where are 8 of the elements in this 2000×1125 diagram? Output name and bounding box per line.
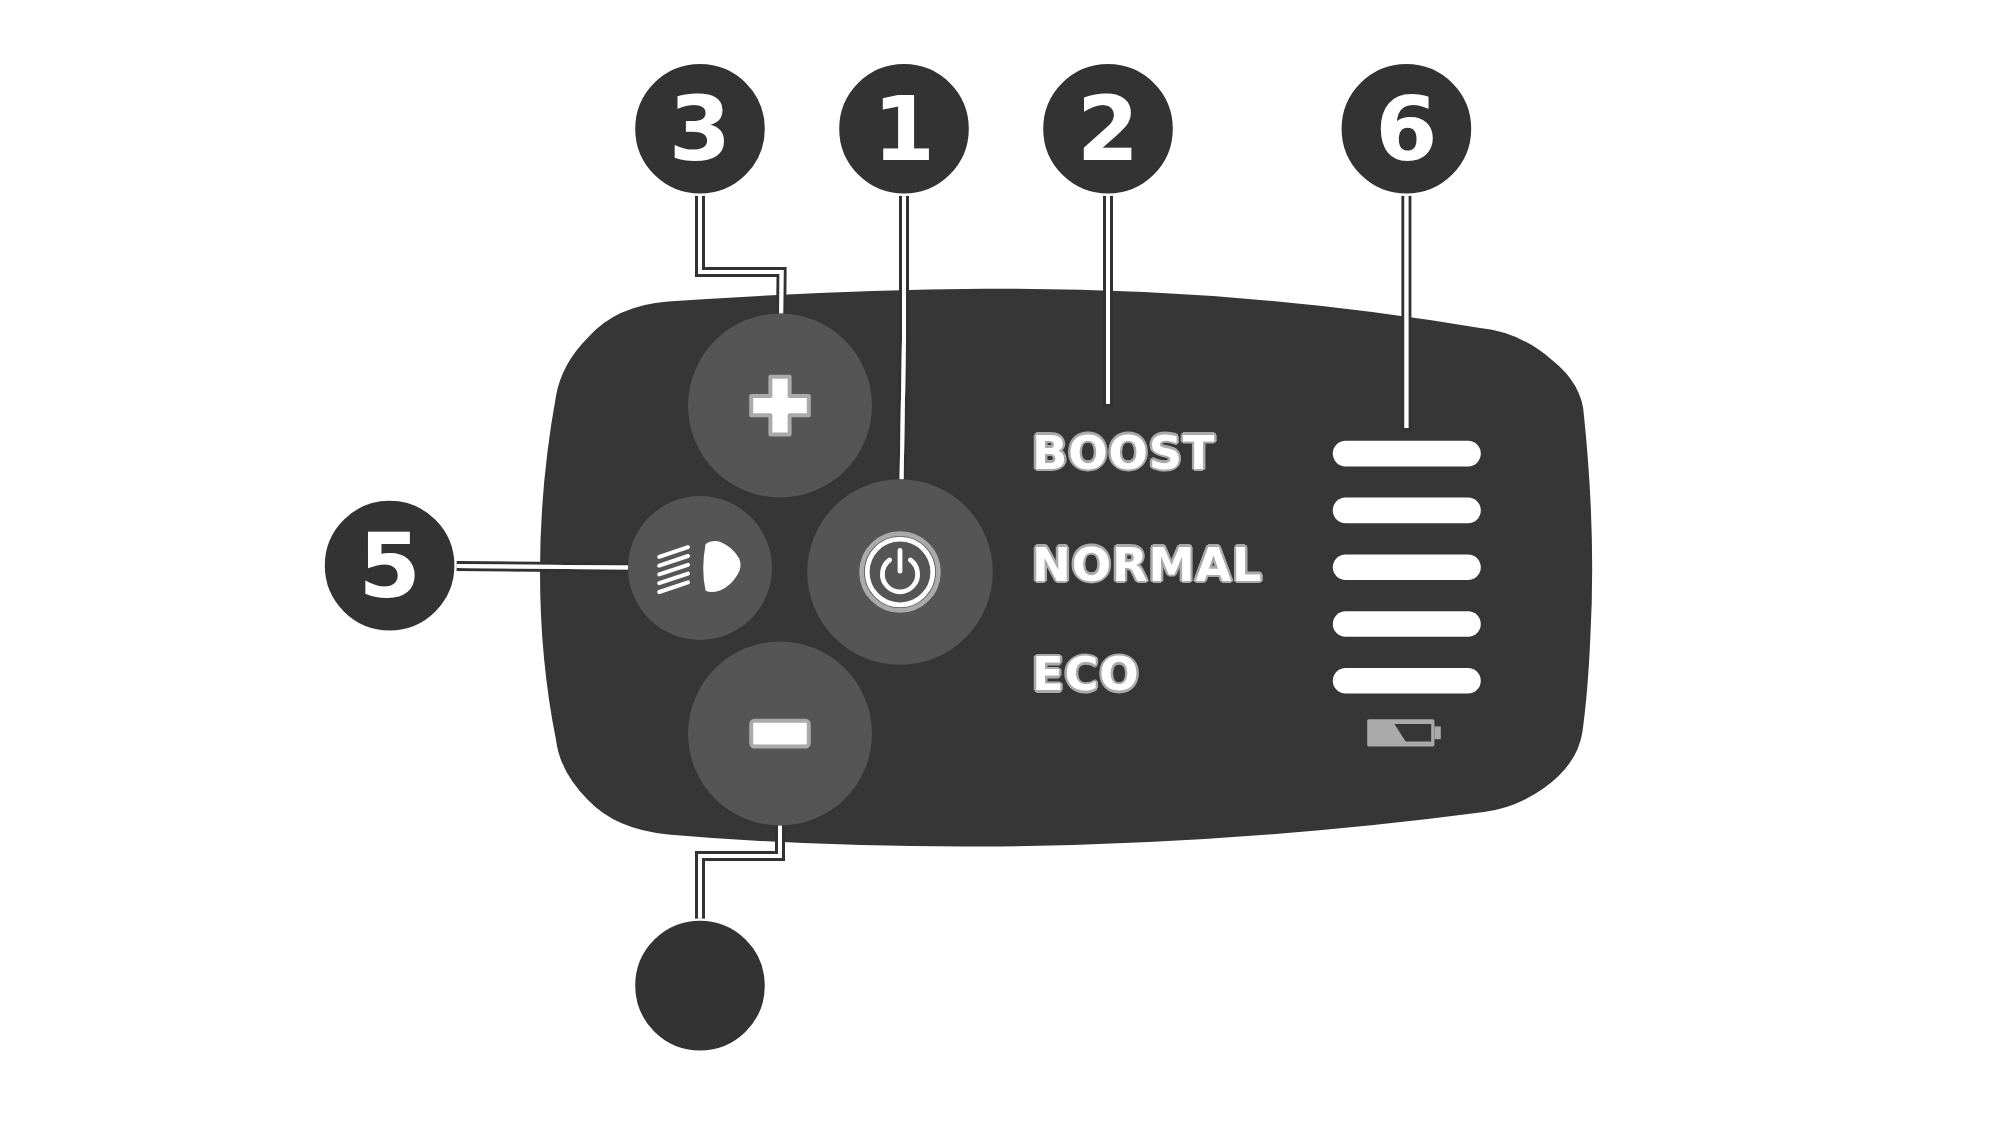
- mode-label: NORMAL: [1032, 541, 1263, 588]
- mode-label: ECO: [1032, 651, 1140, 698]
- callout-number: 2: [1076, 84, 1140, 174]
- callout-number: 6: [1375, 84, 1438, 174]
- callout-number: 3: [668, 84, 732, 174]
- callout-number: 1: [872, 84, 936, 174]
- mode-label: BOOST: [1032, 429, 1216, 476]
- callout-number: 5: [358, 520, 421, 611]
